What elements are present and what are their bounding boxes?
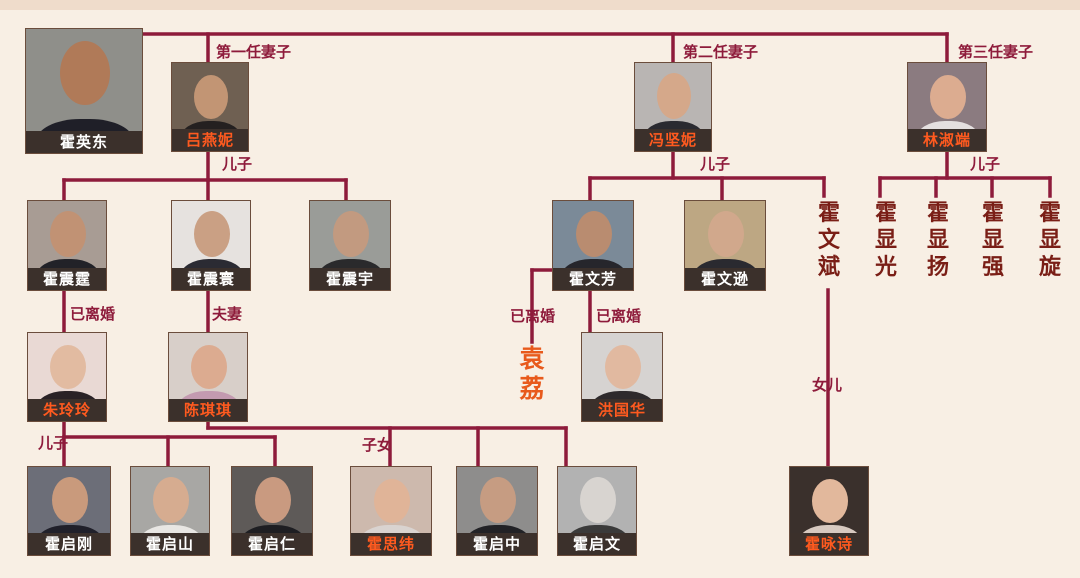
label-couple: 夫妻 [212, 305, 243, 323]
person-zhu-lingling[interactable]: 朱玲玲 [27, 332, 107, 422]
person-huo-wenxun[interactable]: 霍文逊 [684, 200, 766, 291]
person-huo-yongshi[interactable]: 霍咏诗 [789, 466, 869, 556]
label-daughter: 女儿 [812, 376, 843, 394]
person-name: 霍咏诗 [790, 533, 868, 555]
person-name: 霍文芳 [553, 268, 633, 290]
person-huo-xianqiang[interactable]: 霍显强 [981, 201, 1004, 280]
person-name: 霍震宇 [310, 268, 390, 290]
person-huo-siwei[interactable]: 霍思纬 [350, 466, 432, 556]
person-name: 霍英东 [26, 131, 142, 153]
label-children: 子女 [362, 436, 393, 454]
person-huo-qishan[interactable]: 霍启山 [130, 466, 210, 556]
person-huo-qizhong[interactable]: 霍启中 [456, 466, 538, 556]
person-name: 林淑端 [908, 129, 986, 151]
label-divorced-2: 已离婚 [510, 307, 556, 325]
person-huo-qigang[interactable]: 霍启刚 [27, 466, 111, 556]
label-divorced-3: 已离婚 [596, 307, 642, 325]
person-name: 霍启文 [558, 533, 636, 555]
person-huo-qiwen[interactable]: 霍启文 [557, 466, 637, 556]
person-name: 陈琪琪 [169, 399, 247, 421]
person-hong-guohua[interactable]: 洪国华 [581, 332, 663, 422]
label-third-wife: 第三任妻子 [958, 43, 1034, 61]
person-name: 霍文逊 [685, 268, 765, 290]
top-band [0, 0, 1080, 10]
person-huo-wenfang[interactable]: 霍文芳 [552, 200, 634, 291]
person-chen-qiqi[interactable]: 陈琪琪 [168, 332, 248, 422]
person-huo-zhenting[interactable]: 霍震霆 [27, 200, 107, 291]
person-huo-wenbin[interactable]: 霍文斌 [817, 201, 840, 280]
person-name: 霍启刚 [28, 533, 110, 555]
person-lv-yanni[interactable]: 吕燕妮 [171, 62, 249, 152]
person-name: 吕燕妮 [172, 129, 248, 151]
person-name: 霍启中 [457, 533, 537, 555]
person-huo-qiren[interactable]: 霍启仁 [231, 466, 313, 556]
person-huo-yingdong[interactable]: 霍英东 [25, 28, 143, 154]
person-lin-shuduan[interactable]: 林淑端 [907, 62, 987, 152]
person-name: 霍震霆 [28, 268, 106, 290]
label-son-wife3: 儿子 [970, 155, 1001, 173]
person-name: 霍思纬 [351, 533, 431, 555]
person-name: 朱玲玲 [28, 399, 106, 421]
person-huo-zhenyu[interactable]: 霍震宇 [309, 200, 391, 291]
person-name: 洪国华 [582, 399, 662, 421]
label-son-wife2: 儿子 [700, 155, 731, 173]
person-name: 霍启山 [131, 533, 209, 555]
label-son-gen3: 儿子 [38, 434, 69, 452]
label-first-wife: 第一任妻子 [216, 43, 292, 61]
label-divorced-1: 已离婚 [70, 305, 116, 323]
person-yuan-li[interactable]: 袁荔 [519, 344, 545, 403]
person-huo-xianxuan[interactable]: 霍显旋 [1038, 201, 1061, 280]
person-huo-xianyang[interactable]: 霍显扬 [926, 201, 949, 280]
person-huo-xianguang[interactable]: 霍显光 [874, 201, 897, 280]
person-feng-jianni[interactable]: 冯坚妮 [634, 62, 712, 152]
person-name: 霍震寰 [172, 268, 250, 290]
label-son-wife1: 儿子 [222, 155, 253, 173]
person-name: 冯坚妮 [635, 129, 711, 151]
label-second-wife: 第二任妻子 [683, 43, 759, 61]
person-huo-zhenhuan[interactable]: 霍震寰 [171, 200, 251, 291]
person-name: 霍启仁 [232, 533, 312, 555]
